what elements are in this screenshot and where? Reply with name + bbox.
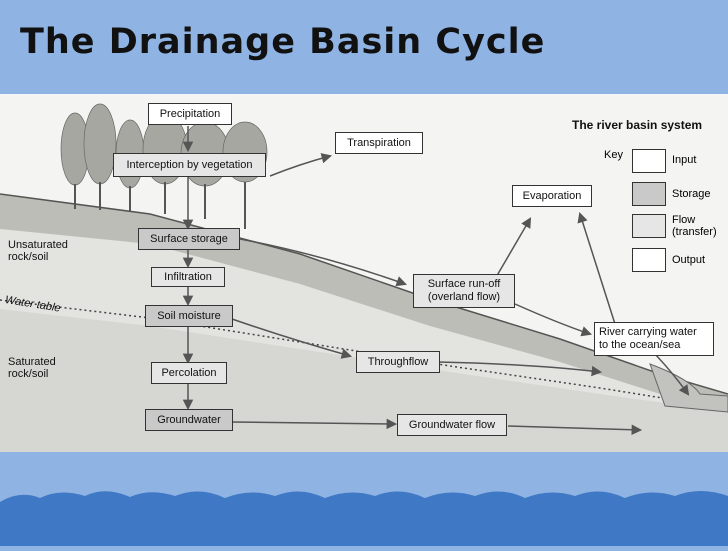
unsaturated-label: Unsaturated rock/soil [8, 239, 68, 263]
key-input-swatch [632, 149, 666, 173]
groundwater-box: Groundwater [145, 409, 233, 431]
interception-box: Interception by vegetation [113, 153, 266, 177]
key-output-label: Output [672, 254, 706, 266]
drainage-basin-diagram: Precipitation Interception by vegetation… [0, 94, 728, 452]
throughflow-box: Throughflow [356, 351, 440, 373]
evaporation-box: Evaporation [512, 185, 592, 207]
infiltration-box: Infiltration [151, 267, 225, 287]
transpiration-box: Transpiration [335, 132, 423, 154]
wave-border [0, 491, 728, 546]
groundwater-flow-box: Groundwater flow [397, 414, 507, 436]
key-storage-swatch [632, 182, 666, 206]
river-output-box: River carrying water to the ocean/sea [594, 322, 714, 356]
bottom-decoration [0, 452, 728, 546]
key-storage-label: Storage [672, 188, 711, 200]
soil-moisture-box: Soil moisture [145, 305, 233, 327]
precipitation-box: Precipitation [148, 103, 232, 125]
key-output-swatch [632, 248, 666, 272]
key-label: Key [604, 149, 623, 161]
system-title: The river basin system [572, 118, 703, 132]
key-flow-label: Flow (transfer) [672, 214, 717, 238]
percolation-box: Percolation [151, 362, 227, 384]
key-flow-swatch [632, 214, 666, 238]
slide-title: The Drainage Basin Cycle [20, 22, 546, 62]
key-input-label: Input [672, 154, 697, 166]
surface-storage-box: Surface storage [138, 228, 240, 250]
saturated-label: Saturated rock/soil [8, 356, 56, 380]
surface-runoff-box: Surface run-off (overland flow) [413, 274, 515, 308]
